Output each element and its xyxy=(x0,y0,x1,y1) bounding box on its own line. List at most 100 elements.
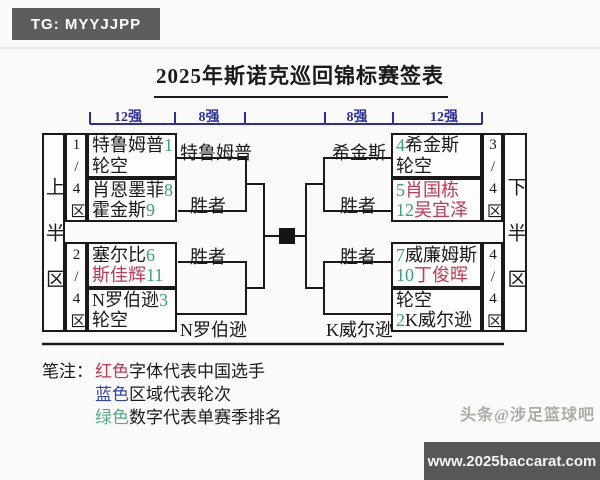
seed-number: 2 xyxy=(396,310,405,330)
final-node xyxy=(279,228,295,244)
winner-right-q4: 胜者 xyxy=(340,247,376,267)
seed-number: 6 xyxy=(146,244,155,265)
player-name: K威尔逊 xyxy=(405,310,472,330)
quarter-3-box: 3/4区 xyxy=(482,133,503,224)
player-name: 特鲁姆普 xyxy=(92,135,164,156)
player-name: 吴宜泽 xyxy=(414,200,468,220)
player-name: 轮空 xyxy=(396,155,432,176)
winner-right-q3: 胜者 xyxy=(340,196,376,216)
quarter-2-label: 2/4区 xyxy=(68,246,85,334)
player-row: 轮空 xyxy=(89,156,175,176)
player-name: N罗伯逊 xyxy=(92,290,159,310)
note-red-text: 字体代表中国选手 xyxy=(129,362,265,381)
advancer-right-top: 希金斯 xyxy=(332,143,386,163)
player-name: 轮空 xyxy=(92,155,128,176)
seed-number: 1 xyxy=(164,135,173,156)
note-green-text: 数字代表单赛季排名 xyxy=(129,408,282,427)
seed-number: 8 xyxy=(164,180,173,200)
player-name: 丁俊晖 xyxy=(414,265,468,286)
upper-half-label: 上半区 xyxy=(43,177,64,315)
player-name: 轮空 xyxy=(396,290,432,310)
round-label-12-right: 12强 xyxy=(430,110,458,125)
player-name: 轮空 xyxy=(92,310,128,330)
winner-left-q2: 胜者 xyxy=(190,247,226,267)
player-row: 轮空 xyxy=(89,310,175,330)
note-blue-text: 区域代表轮次 xyxy=(129,385,231,404)
page-title: 2025年斯诺克巡回锦标赛签表 xyxy=(156,64,444,88)
winner-left-q1: 胜者 xyxy=(190,196,226,216)
note-blue: 蓝色区域代表轮次 xyxy=(95,380,231,405)
seed-number: 4 xyxy=(396,135,405,156)
player-name: 塞尔比 xyxy=(92,244,146,265)
round-label-12-left: 12强 xyxy=(114,110,142,125)
lower-half-box: 下半区 xyxy=(503,133,527,332)
advancer-left-bottom: N罗伯逊 xyxy=(180,320,247,340)
upper-half-box: 上半区 xyxy=(42,133,65,332)
quarter-4-label: 4/4区 xyxy=(485,246,501,334)
player-row: 轮空 xyxy=(393,290,480,310)
player-name: 肖国栋 xyxy=(405,180,459,200)
footer-url-bar: www.2025baccarat.com xyxy=(424,442,600,480)
round-label-8-right: 8强 xyxy=(346,110,368,125)
seed-number: 11 xyxy=(146,265,164,286)
note-blue-lead: 蓝色 xyxy=(95,385,129,404)
note-green: 绿色数字代表单赛季排名 xyxy=(95,403,282,428)
connector-left-q2 xyxy=(177,261,265,315)
connector-right-q3 xyxy=(323,157,392,212)
seed-number: 5 xyxy=(396,180,405,200)
connector-right-sf xyxy=(294,183,325,289)
player-name: 肖恩墨菲 xyxy=(92,180,164,200)
quarter-1-label: 1/4区 xyxy=(68,137,85,224)
notes-prefix: 笔注： xyxy=(42,362,93,381)
seed-number: 12 xyxy=(396,200,414,220)
quarter-3-label: 3/4区 xyxy=(485,137,501,224)
seed-number: 7 xyxy=(396,244,405,265)
round-ruler xyxy=(89,112,483,125)
player-row: 轮空 xyxy=(393,156,480,176)
seed-number: 3 xyxy=(159,290,168,310)
note-red-lead: 红色 xyxy=(95,362,129,381)
connector-left-sf xyxy=(263,183,280,289)
player-name: 希金斯 xyxy=(405,135,459,156)
note-green-lead: 绿色 xyxy=(95,408,129,427)
round-label-8-left: 8强 xyxy=(198,110,220,125)
advancer-right-bottom: K威尔逊 xyxy=(326,320,393,340)
player-name: 霍金斯 xyxy=(92,200,146,220)
watermark: 头条@涉足篮球吧 xyxy=(460,407,595,424)
connector-left-q1 xyxy=(177,157,265,212)
player-name: 斯佳辉 xyxy=(92,265,146,286)
seed-number: 10 xyxy=(396,265,414,286)
player-name: 威廉姆斯 xyxy=(405,244,477,265)
tg-badge: TG: MYYJJPP xyxy=(12,8,160,40)
lower-half-label: 下半区 xyxy=(504,177,526,315)
quarter-4-box: 4/4区 xyxy=(482,242,503,334)
quarter-1-box: 1/4区 xyxy=(65,133,87,224)
top-divider xyxy=(0,47,600,49)
connector-right-q4 xyxy=(323,261,392,315)
note-red: 红色字体代表中国选手 xyxy=(95,357,265,382)
seed-number: 9 xyxy=(146,200,155,220)
quarter-2-box: 2/4区 xyxy=(65,242,87,334)
